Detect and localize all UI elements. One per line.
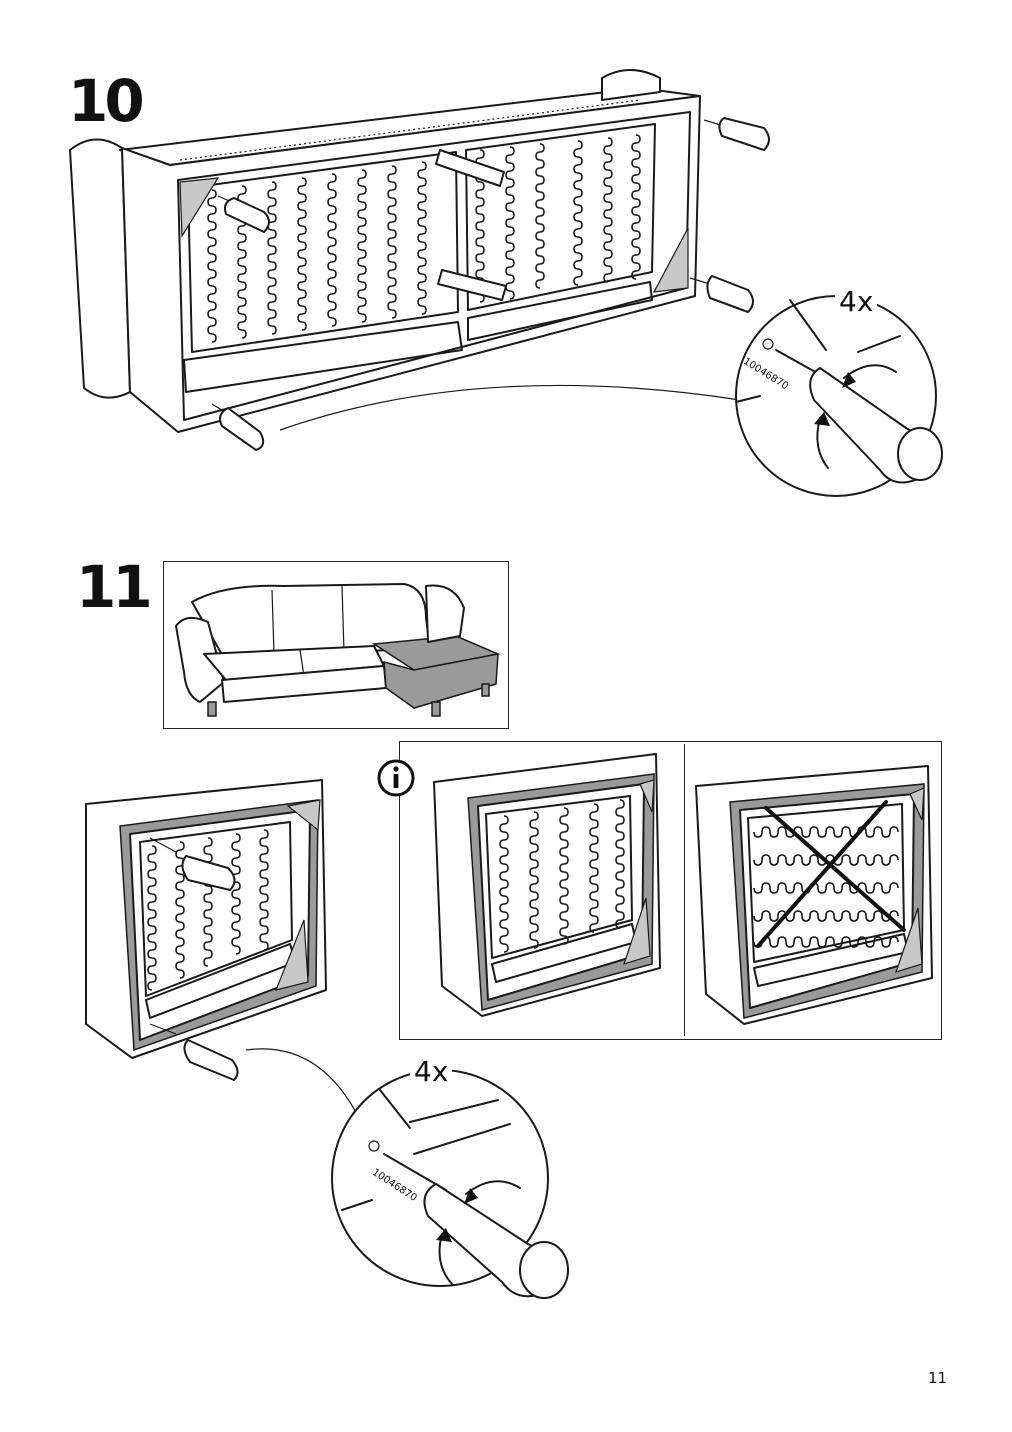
info-icon [377, 759, 415, 797]
spring [603, 137, 613, 283]
spring [753, 936, 899, 948]
leg [149, 837, 236, 891]
sofa-base-underside-illustration [69, 69, 943, 497]
spring [753, 910, 899, 922]
step-10-number: 10 [68, 67, 145, 135]
leg [703, 117, 770, 151]
spring [559, 807, 569, 945]
spring [327, 173, 337, 327]
leg [689, 275, 754, 313]
step-11-number: 11 [76, 553, 153, 621]
spring [357, 169, 367, 323]
spring [589, 803, 599, 933]
spring [753, 826, 899, 838]
correct-orientation-illustration [433, 753, 661, 1017]
quantity-label: 4x [410, 1058, 453, 1086]
orientation-info-box [377, 741, 942, 1040]
spring [231, 833, 241, 955]
spring [147, 845, 157, 991]
spring [535, 143, 545, 289]
spring [207, 189, 217, 343]
spring [203, 837, 213, 967]
leg [217, 195, 270, 233]
detail-zoom-circle [331, 1069, 569, 1299]
sofa-with-chaise-illustration [175, 583, 501, 717]
spring [267, 181, 277, 335]
page-number: 11 [928, 1369, 948, 1387]
incorrect-orientation-illustration [695, 765, 933, 1025]
spring [259, 829, 269, 951]
spring [505, 146, 515, 300]
spring [529, 811, 539, 949]
detail-zoom-circle [735, 295, 943, 497]
leg [149, 1023, 239, 1081]
quantity-label: 4x [835, 288, 878, 316]
spring [573, 140, 583, 286]
spring [499, 815, 509, 953]
spring [615, 799, 625, 929]
spring [753, 882, 899, 894]
leg [211, 403, 265, 451]
spring [631, 134, 641, 280]
sofa-overview-box [163, 561, 509, 729]
incorrect-cross-mark [764, 806, 906, 932]
spring [387, 165, 397, 319]
spring [417, 161, 427, 315]
spring [297, 177, 307, 331]
divider [684, 744, 685, 1036]
